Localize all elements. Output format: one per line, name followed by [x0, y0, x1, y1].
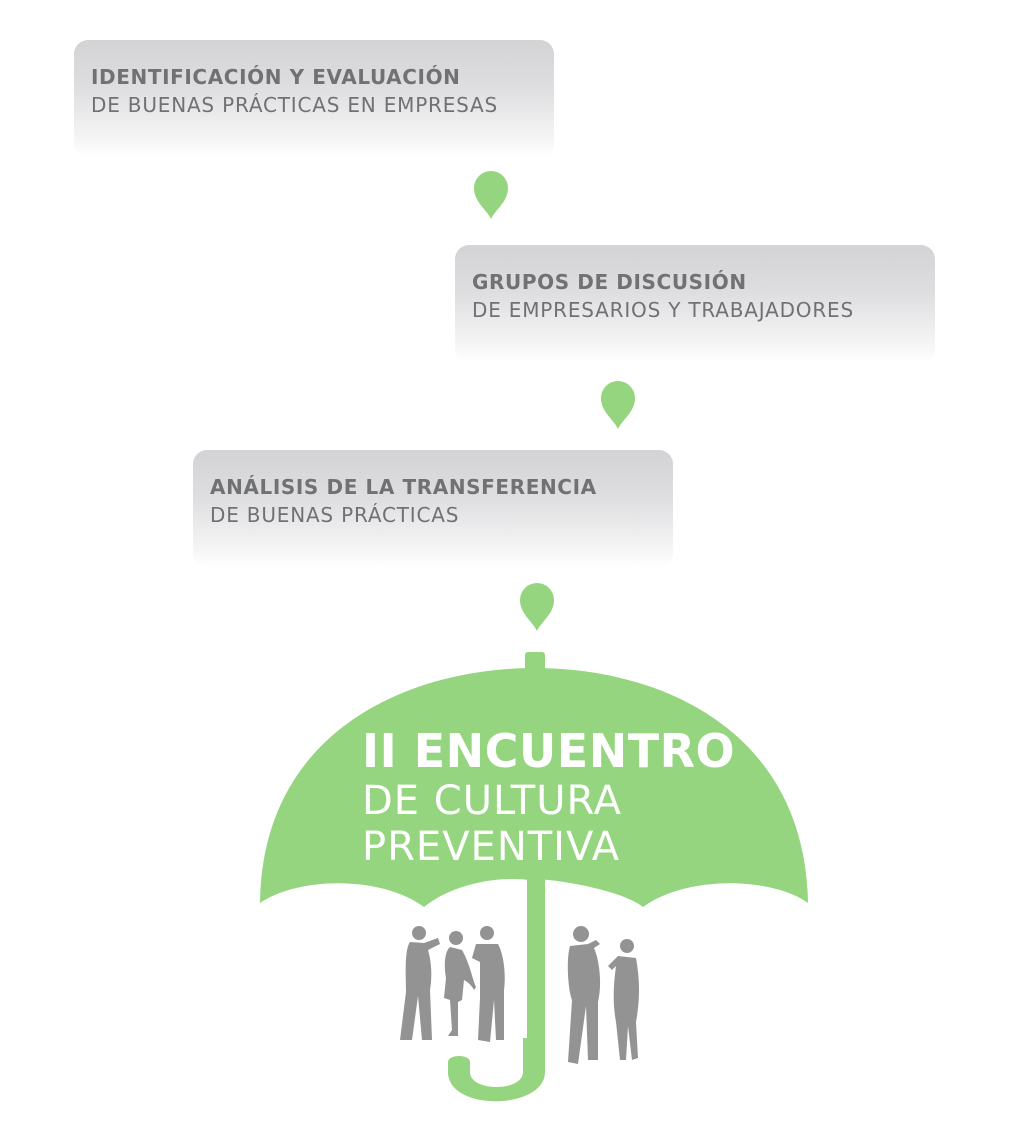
map-pin-icon: [520, 583, 554, 631]
people-silhouettes-icon: [400, 926, 639, 1064]
person-silhouette: [400, 926, 440, 1040]
umbrella-subtitle-line-2: PREVENTIVA: [362, 824, 621, 870]
person-silhouette: [567, 926, 601, 1064]
umbrella-shaft: [527, 878, 545, 1040]
step-box-grupos: GRUPOS DE DISCUSIÓN DE EMPRESARIOS Y TRA…: [455, 245, 935, 363]
umbrella-subtitle-line-1: DE CULTURA: [362, 778, 623, 824]
step-subtitle: DE BUENAS PRÁCTICAS EN EMPRESAS: [91, 93, 499, 117]
umbrella-canopy: [260, 668, 808, 907]
step-title: ANÁLISIS DE LA TRANSFERENCIA: [210, 475, 597, 499]
step-subtitle: DE EMPRESARIOS Y TRABAJADORES: [472, 298, 854, 322]
person-silhouette: [444, 931, 476, 1036]
step-title: IDENTIFICACIÓN Y EVALUACIÓN: [91, 65, 461, 89]
step-box-analisis: ANÁLISIS DE LA TRANSFERENCIA DE BUENAS P…: [193, 450, 673, 568]
step-subtitle: DE BUENAS PRÁCTICAS: [210, 503, 460, 527]
step-box-identificacion: IDENTIFICACIÓN Y EVALUACIÓN DE BUENAS PR…: [74, 40, 554, 158]
map-pin-icon: [474, 171, 508, 219]
umbrella-title: II ENCUENTRO: [362, 724, 736, 778]
person-silhouette: [608, 939, 639, 1060]
person-silhouette: [472, 926, 505, 1042]
step-title: GRUPOS DE DISCUSIÓN: [472, 270, 747, 294]
map-pin-icon: [601, 381, 635, 429]
umbrella-handle: [448, 1038, 545, 1102]
